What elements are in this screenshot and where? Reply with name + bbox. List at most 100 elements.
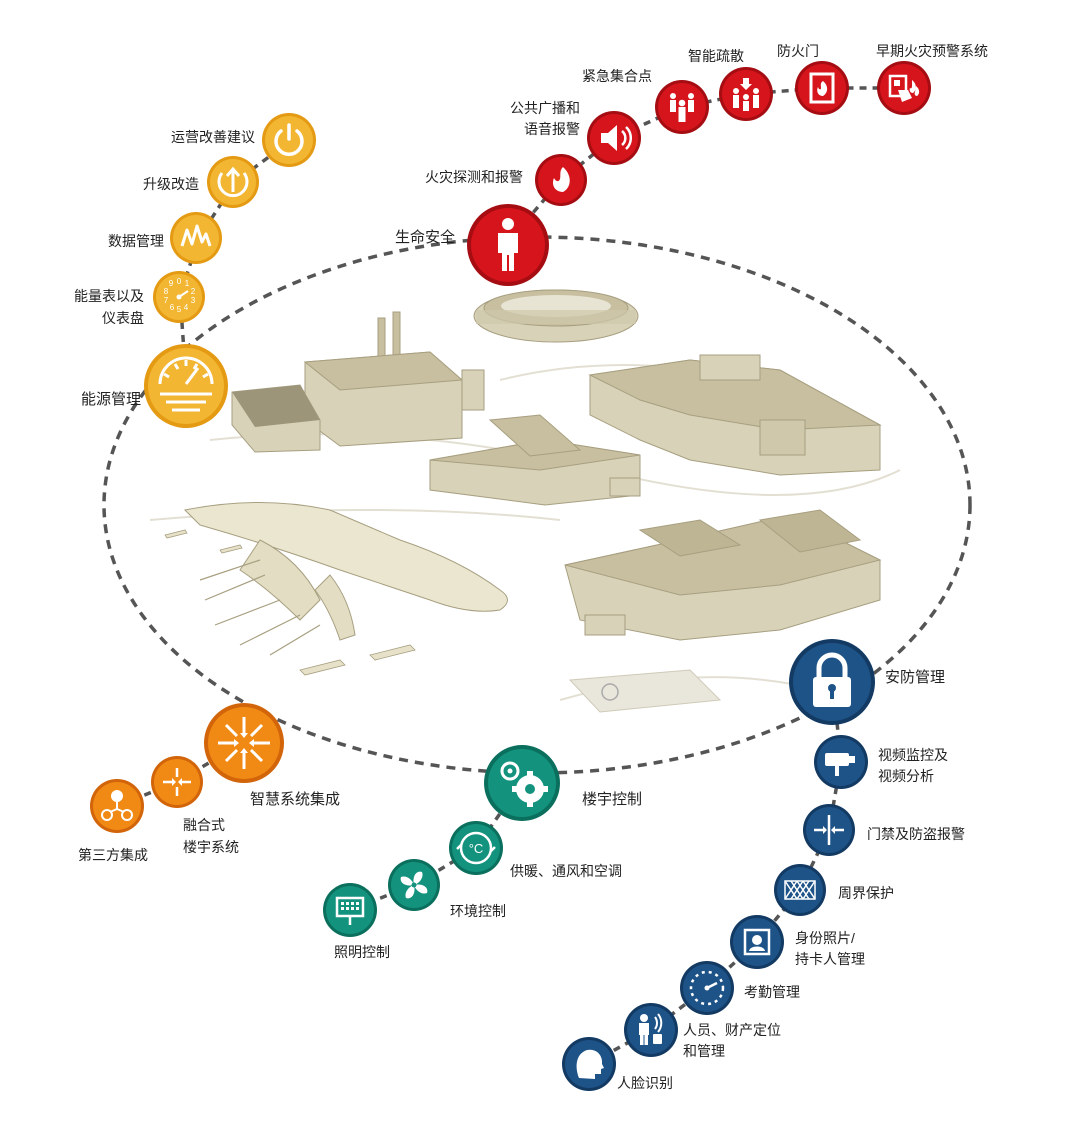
svg-text:2: 2: [191, 287, 196, 296]
energy-management-node[interactable]: [144, 344, 228, 428]
fence-icon: [784, 880, 816, 900]
face-profile-icon: [576, 1049, 604, 1079]
upgrade-label: 升级改造: [143, 176, 199, 192]
svg-text:7: 7: [164, 296, 169, 305]
cctv-camera-icon: [825, 753, 855, 776]
fire-door-node[interactable]: [795, 61, 849, 115]
clock-icon: [689, 970, 725, 1006]
smart-evacuation-node[interactable]: [719, 67, 773, 121]
environment-node[interactable]: [388, 859, 440, 911]
smart-integration-label: 智慧系统集成: [250, 791, 341, 808]
flame-icon: [553, 167, 570, 192]
converge-arrows-icon: [218, 717, 270, 769]
converged-building-label-line2: 楼宇系统: [183, 839, 239, 855]
padlock-icon: [813, 652, 851, 707]
campus-buildings-illustration: [164, 289, 882, 713]
person-tracking-icon: [639, 1013, 663, 1045]
public-address-label-line2: 语音报警: [524, 121, 580, 137]
office-complex-building: [588, 354, 882, 476]
life-safety-label: 生命安全: [394, 229, 455, 246]
converged-building-node[interactable]: [151, 756, 203, 808]
access-control-label: 门禁及防盗报警: [867, 826, 965, 842]
security-management-label: 安防管理: [885, 669, 946, 686]
early-warning-node[interactable]: [877, 61, 931, 115]
network-nodes-icon: [101, 790, 133, 821]
id-photo-label-line2: 持卡人管理: [795, 951, 865, 967]
lighting-node[interactable]: [323, 883, 377, 937]
third-party-node[interactable]: [90, 779, 144, 833]
stadium-building: [473, 289, 639, 343]
face-recognition-node[interactable]: [562, 1037, 616, 1091]
video-surveillance-node[interactable]: [814, 735, 868, 789]
svg-text:9: 9: [169, 279, 174, 288]
group-icon: [670, 93, 694, 122]
hvac-label: 供暖、通风和空调: [510, 863, 622, 879]
refresh-up-icon: [217, 166, 249, 198]
meters-label-line2: 仪表盘: [102, 310, 144, 326]
helipad: [568, 669, 722, 713]
speaker-icon: [601, 125, 633, 151]
access-control-node[interactable]: [803, 804, 855, 856]
environment-label: 环境控制: [450, 903, 506, 919]
life-safety-group: [467, 61, 931, 286]
building-control-label: 楼宇控制: [582, 791, 643, 808]
face-recognition-label: 人脸识别: [617, 1075, 673, 1091]
smart-integration-node[interactable]: [204, 703, 284, 783]
hvac-node[interactable]: °C: [449, 821, 503, 875]
attendance-node[interactable]: [680, 961, 734, 1015]
factory-building: [231, 311, 485, 453]
fire-detection-label: 火灾探测和报警: [425, 169, 523, 185]
svg-text:8: 8: [164, 287, 169, 296]
door-arrows-icon: [814, 815, 844, 845]
fire-door-icon: [809, 72, 835, 104]
hand-fire-icon: [888, 74, 920, 102]
waveform-icon: [180, 224, 212, 247]
early-warning-label: 早期火灾预警系统: [876, 43, 988, 59]
third-party-label: 第三方集成: [78, 847, 148, 863]
data-management-label: 数据管理: [108, 233, 164, 249]
fire-door-label: 防火门: [777, 43, 819, 59]
light-panel-icon: [335, 896, 365, 925]
power-icon: [274, 123, 304, 156]
tracking-label-line2: 和管理: [683, 1043, 725, 1059]
svg-text:1: 1: [185, 279, 190, 288]
svg-text:5: 5: [177, 305, 182, 314]
building-control-node[interactable]: [484, 745, 560, 821]
operation-advice-label: 运营改善建议: [171, 129, 255, 145]
gears-icon: [500, 761, 548, 807]
integration-group: [90, 703, 284, 833]
video-surveillance-label-line1: 视频监控及: [878, 747, 948, 763]
operation-advice-node[interactable]: [262, 113, 316, 167]
campus-boundary-ellipse: [102, 235, 972, 775]
data-management-node[interactable]: [170, 212, 222, 264]
svg-text:4: 4: [184, 303, 189, 312]
attendance-label: 考勤管理: [744, 984, 800, 1000]
smart-evacuation-label: 智能疏散: [688, 48, 744, 64]
building-control-group: °C: [323, 745, 560, 937]
converged-building-label-line1: 融合式: [183, 817, 225, 833]
svg-text:6: 6: [170, 303, 175, 312]
fire-detection-node[interactable]: [535, 154, 587, 206]
security-group: [562, 639, 875, 1091]
upgrade-node[interactable]: [207, 156, 259, 208]
life-safety-node[interactable]: [467, 204, 549, 286]
security-management-node[interactable]: [789, 639, 875, 725]
svg-text:3: 3: [191, 296, 196, 305]
id-badge-icon: [743, 928, 771, 956]
tracking-label-line1: 人员、财产定位: [683, 1022, 781, 1038]
energy-management-label: 能源管理: [80, 391, 141, 408]
airport-terminal-building: [164, 502, 508, 676]
public-address-node[interactable]: [587, 111, 641, 165]
assembly-point-node[interactable]: [655, 80, 709, 134]
id-photo-node[interactable]: [730, 915, 784, 969]
public-address-label-line1: 公共广播和: [510, 100, 580, 116]
tracking-node[interactable]: [624, 1003, 678, 1057]
warehouse-building: [429, 414, 641, 506]
meters-label-line1: 能量表以及: [74, 288, 144, 304]
perimeter-node[interactable]: [774, 864, 826, 916]
